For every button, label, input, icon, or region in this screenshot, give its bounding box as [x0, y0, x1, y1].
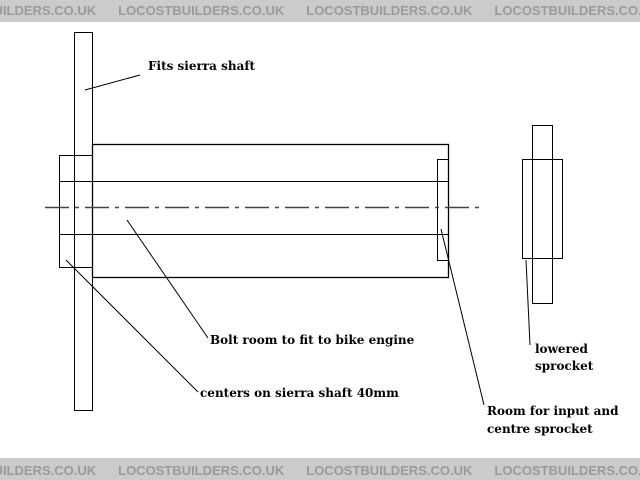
watermark-text: LOCOSTBUILDERS.CO.UK: [118, 3, 285, 18]
leader-room: [440, 228, 485, 406]
watermark-text: LOCOSTBUILDERS.CO.UK: [494, 463, 640, 478]
watermark-text: LOCOSTBUILDERS.CO.UK: [0, 3, 97, 18]
label-room-2: centre sprocket: [487, 422, 593, 436]
leader-centers: [65, 259, 199, 393]
label-centers: centers on sierra shaft 40mm: [200, 386, 399, 400]
watermark-bottom: LOCOSTBUILDERS.CO.UK LOCOSTBUILDERS.CO.UK…: [0, 458, 640, 480]
lowered-sprocket-wide: [522, 159, 563, 259]
leader-fits: [84, 74, 141, 91]
leader-lowered: [525, 259, 531, 346]
watermark-text: LOCOSTBUILDERS.CO.UK: [118, 463, 285, 478]
label-lowered-2: sprocket: [535, 359, 594, 373]
label-room-1: Room for input and: [487, 404, 619, 418]
hub: [59, 155, 93, 268]
watermark-text: LOCOSTBUILDERS.CO.UK: [494, 3, 640, 18]
watermark-top: LOCOSTBUILDERS.CO.UK LOCOSTBUILDERS.CO.UK…: [0, 0, 640, 22]
end-sprocket: [437, 159, 449, 261]
label-lowered-1: lowered: [535, 342, 588, 356]
lowered-sprocket-tall: [532, 125, 553, 304]
watermark-text: LOCOSTBUILDERS.CO.UK: [306, 463, 473, 478]
watermark-text: LOCOSTBUILDERS.CO.UK: [306, 3, 473, 18]
main-cylinder: [91, 143, 450, 279]
leader-bolt: [126, 219, 209, 339]
label-fits: Fits sierra shaft: [148, 59, 256, 73]
label-bolt: Bolt room to fit to bike engine: [210, 333, 415, 347]
watermark-text: LOCOSTBUILDERS.CO.UK: [0, 463, 97, 478]
